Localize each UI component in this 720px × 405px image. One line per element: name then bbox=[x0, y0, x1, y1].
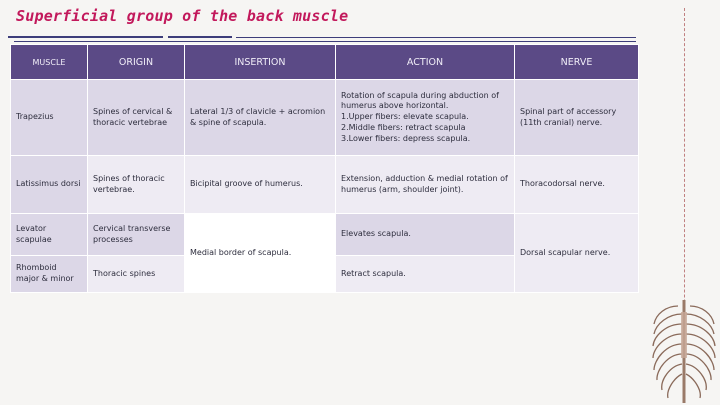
origin-cell: Thoracic spines bbox=[87, 255, 185, 293]
dashed-divider bbox=[684, 8, 685, 398]
action-line: 1.Upper fibers: elevate scapula. bbox=[341, 112, 469, 122]
table-row: Levator scapulae Cervical transverse pro… bbox=[10, 213, 639, 293]
action-line: humerus above horizontal. bbox=[341, 101, 449, 111]
muscle-cell: Latissimus dorsi bbox=[10, 155, 88, 214]
insertion-cell: Lateral 1/3 of clavicle + acromion & spi… bbox=[184, 79, 336, 156]
action-cell: Elevates scapula. bbox=[335, 213, 515, 256]
nerve-cell: Thoracodorsal nerve. bbox=[514, 155, 639, 214]
table-row: Rhomboid major & minor Thoracic spines R… bbox=[10, 255, 639, 293]
slide-title: Superficial group of the back muscle bbox=[16, 7, 349, 25]
table-row: Latissimus dorsi Spines of thoracic vert… bbox=[10, 155, 639, 214]
action-cell: Extension, adduction & medial rotation o… bbox=[335, 155, 515, 214]
origin-cell: Cervical transverse processes bbox=[87, 213, 185, 256]
nerve-cell: Spinal part of accessory (11th cranial) … bbox=[514, 79, 639, 156]
action-line: 2.Middle fibers: retract scapula bbox=[341, 122, 466, 132]
muscle-cell: Levator scapulae bbox=[10, 213, 88, 256]
action-cell: Retract scapula. bbox=[335, 255, 515, 293]
header-insertion: INSERTION bbox=[184, 44, 336, 80]
action-cell: Rotation of scapula during abduction of … bbox=[335, 79, 515, 156]
origin-cell: Spines of thoracic vertebrae. bbox=[87, 155, 185, 214]
header-origin: ORIGIN bbox=[87, 44, 185, 80]
shared-nerve-cell: Dorsal scapular nerve. bbox=[514, 213, 639, 293]
insertion-cell: Bicipital groove of humerus. bbox=[184, 155, 336, 214]
table-header-row: MUSCLE ORIGIN INSERTION ACTION NERVE bbox=[10, 44, 639, 80]
header-nerve: NERVE bbox=[514, 44, 639, 80]
action-line: 3.Lower fibers: depress scapula. bbox=[341, 133, 471, 143]
title-underline bbox=[14, 41, 636, 42]
table-row: Trapezius Spines of cervical & thoracic … bbox=[10, 79, 639, 156]
header-action: ACTION bbox=[335, 44, 515, 80]
header-muscle: MUSCLE bbox=[10, 44, 88, 80]
muscle-cell: Trapezius bbox=[10, 79, 88, 156]
action-line: Rotation of scapula during abduction of bbox=[341, 90, 499, 100]
muscle-table: MUSCLE ORIGIN INSERTION ACTION NERVE Tra… bbox=[10, 44, 639, 293]
title-underline bbox=[168, 36, 232, 38]
ribcage-illustration bbox=[652, 300, 716, 403]
origin-cell: Spines of cervical & thoracic vertebrae bbox=[87, 79, 185, 156]
title-underline bbox=[8, 36, 163, 38]
shared-insertion-cell: Medial border of scapula. bbox=[184, 213, 336, 293]
title-underline bbox=[236, 37, 636, 38]
muscle-cell: Rhomboid major & minor bbox=[10, 255, 88, 293]
